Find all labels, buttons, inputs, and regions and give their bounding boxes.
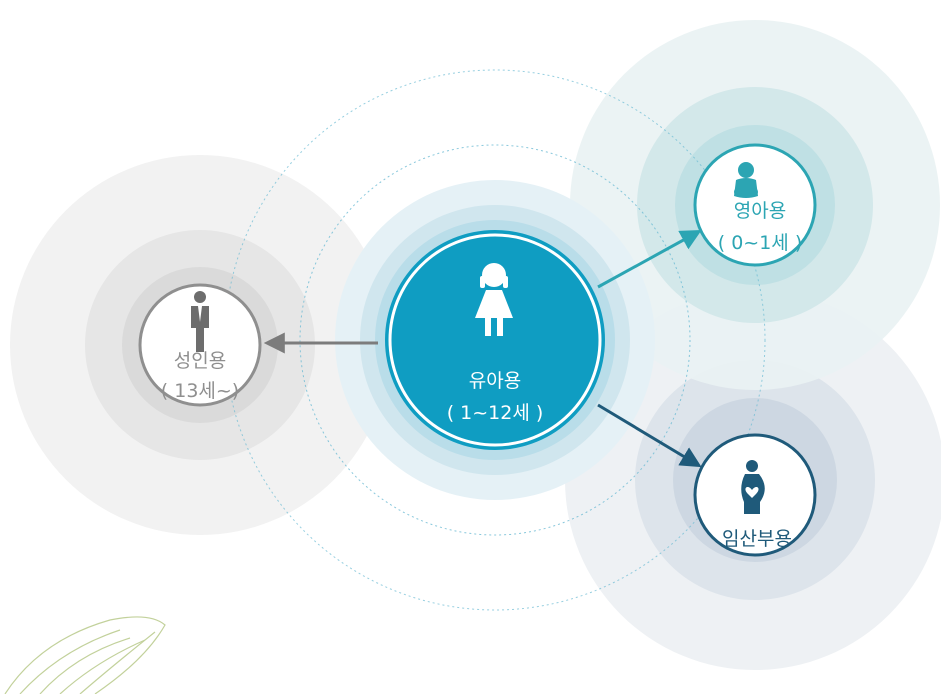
decorative-leaf xyxy=(4,616,166,694)
pregnant-woman-icon xyxy=(741,460,765,514)
girl-icon xyxy=(475,263,513,336)
center-node xyxy=(335,180,655,500)
infant-node xyxy=(693,143,817,267)
center-subtitle: ( 1~12세 ) xyxy=(446,402,544,424)
baby-icon xyxy=(734,162,758,198)
infant-title: 영아용 xyxy=(733,200,787,222)
center-title: 유아용 xyxy=(468,370,522,392)
arrow-to-infant xyxy=(597,229,702,289)
infant-subtitle: ( 0~1세 ) xyxy=(717,232,803,254)
man-in-suit-icon xyxy=(191,291,209,352)
arrow-to-pregnant xyxy=(597,403,702,468)
pregnant-title: 임산부용 xyxy=(722,528,792,550)
adult-title: 성인용 xyxy=(173,350,227,372)
adult-subtitle: ( 13세~) xyxy=(160,380,240,402)
